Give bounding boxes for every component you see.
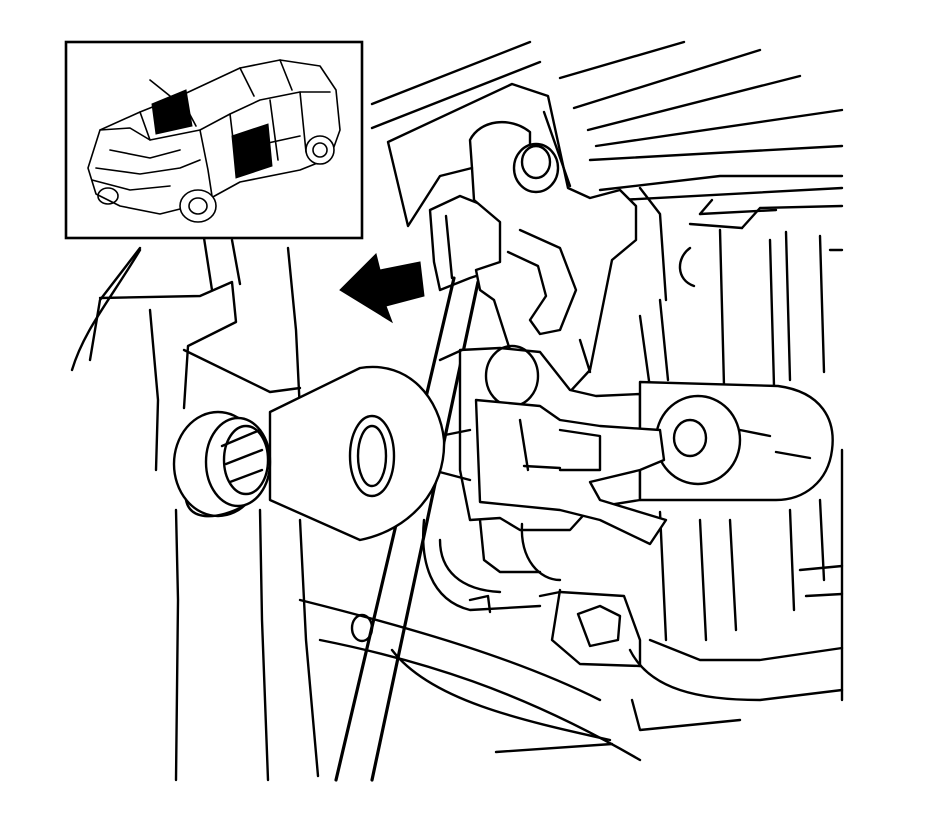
hinge-pin: [172, 365, 446, 542]
door-pillar: [70, 40, 844, 782]
door-hinge: [386, 82, 638, 398]
car-location-icon: [87, 59, 341, 223]
car-location-inset: [64, 40, 364, 240]
hinge-bolt: [638, 380, 834, 502]
front-door-highlight: [151, 89, 193, 135]
direction-arrow-icon: [339, 253, 425, 324]
door-frame: [598, 174, 844, 732]
rear-door-highlight: [231, 123, 273, 179]
